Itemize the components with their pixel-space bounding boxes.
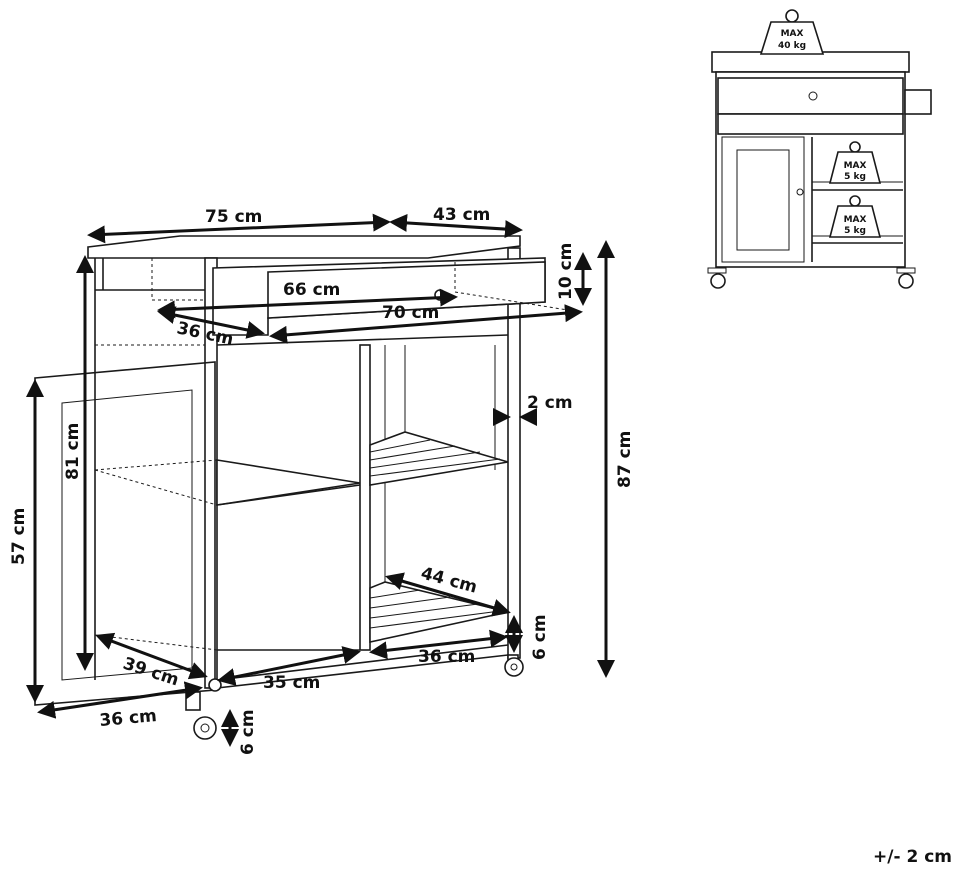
label-drawer-inner-width: 66 cm — [283, 280, 340, 300]
label-top-depth: 43 cm — [433, 205, 490, 225]
label-wheel-height-right: 6 cm — [530, 614, 550, 660]
svg-text:MAX: MAX — [781, 29, 804, 39]
label-body-height: 81 cm — [63, 423, 83, 480]
wheel-front-left — [185, 691, 217, 740]
slatted-shelf-upper — [369, 431, 509, 486]
inset-drawer — [717, 77, 904, 115]
load-capacity-inset: MAX 40 kg MAX 5 kg MAX 5 kg — [707, 9, 932, 289]
weight-icon-shelf2: MAX 5 kg — [828, 195, 882, 238]
middle-divider — [359, 344, 371, 651]
inset-door — [721, 136, 805, 263]
cart-top — [87, 235, 521, 259]
svg-text:MAX: MAX — [844, 215, 867, 225]
wheel-rear — [208, 678, 222, 692]
label-top-width: 75 cm — [205, 207, 262, 227]
wheel-front-right — [504, 654, 524, 677]
svg-text:MAX: MAX — [844, 161, 867, 171]
label-drawer-height: 10 cm — [556, 243, 576, 300]
label-door-height: 57 cm — [9, 508, 29, 565]
label-cabinet-width: 35 cm — [263, 673, 320, 693]
tolerance-note: +/- 2 cm — [873, 847, 952, 867]
label-frame-thickness: 2 cm — [527, 393, 573, 413]
weight-icon-top: MAX 40 kg — [759, 9, 825, 55]
label-total-height: 87 cm — [615, 431, 635, 488]
cabinet-door — [34, 345, 216, 706]
cabinet-shelf — [216, 459, 361, 506]
label-drawer-width: 70 cm — [382, 303, 439, 323]
label-wheel-height-left: 6 cm — [238, 709, 258, 755]
svg-text:40 kg: 40 kg — [778, 41, 806, 51]
inset-towel-rail — [904, 89, 932, 115]
dimension-lines — [26, 213, 615, 747]
label-right-shelf-width: 36 cm — [418, 647, 475, 667]
label-cabinet-depth: 39 cm — [120, 654, 181, 691]
front-right-leg — [507, 247, 521, 659]
svg-text:5 kg: 5 kg — [844, 172, 866, 182]
svg-text:5 kg: 5 kg — [844, 226, 866, 236]
label-door-width: 36 cm — [99, 706, 158, 731]
weight-icon-shelf1: MAX 5 kg — [828, 141, 882, 184]
